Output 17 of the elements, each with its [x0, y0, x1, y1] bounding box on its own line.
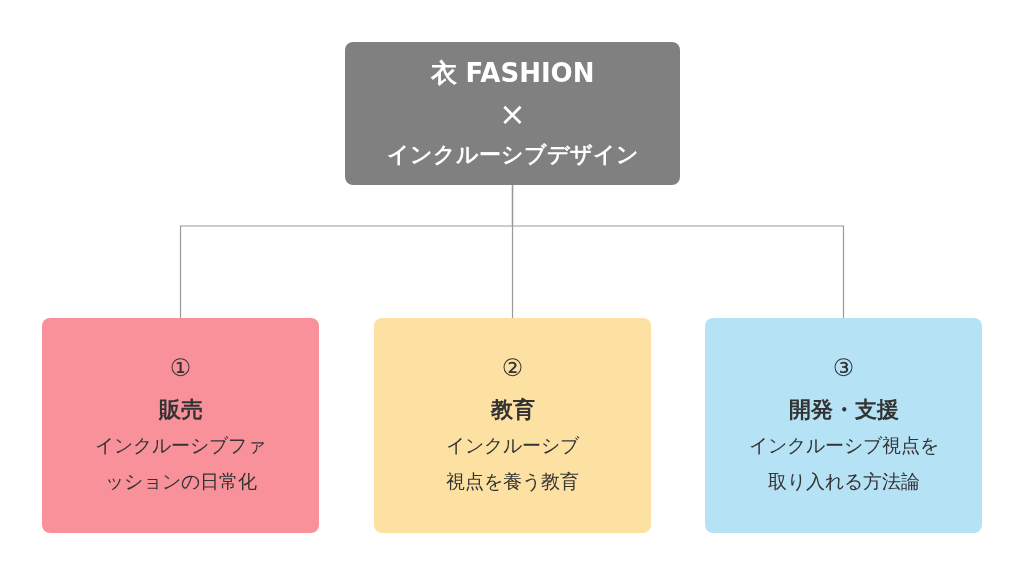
- times-sign: ×: [499, 93, 526, 135]
- circled-number: ①: [169, 352, 192, 383]
- node-description: インクルーシブファッションの日常化: [95, 432, 266, 494]
- subtitle-text: インクルーシブデザイン: [386, 140, 639, 169]
- category-box: [374, 318, 651, 533]
- node-heading: 教育: [490, 395, 535, 424]
- node-heading: 開発・支援: [788, 395, 899, 424]
- circled-number: ③: [832, 352, 855, 383]
- category-box: [42, 318, 319, 533]
- circled-number: ②: [501, 352, 524, 383]
- connector-line: [511, 184, 845, 319]
- root-box: [345, 42, 680, 185]
- node-description: インクルーシブ視点を養う教育: [446, 432, 579, 494]
- title-text: 衣 FASHION: [430, 56, 595, 90]
- node-description: インクルーシブ視点を取り入れる方法論: [748, 432, 939, 494]
- category-box: [705, 318, 982, 533]
- node-heading: 販売: [158, 395, 203, 424]
